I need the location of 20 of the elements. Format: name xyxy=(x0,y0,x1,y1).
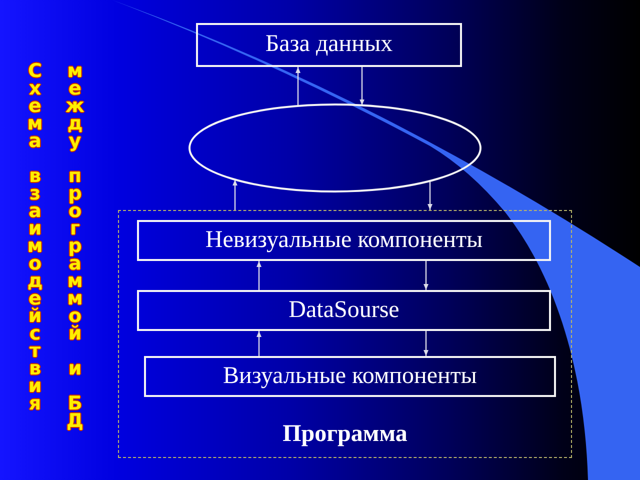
arrow xyxy=(256,261,262,290)
node-label: Невизуальные компоненты xyxy=(205,226,483,254)
title: Схема взаимодействия между программой и БД xyxy=(23,60,87,430)
process-box xyxy=(144,356,556,397)
node-label: Визуальные компоненты xyxy=(223,362,477,390)
arrow xyxy=(256,331,262,356)
arrow xyxy=(232,180,238,210)
group-title: Программа xyxy=(282,421,408,449)
ellipse-node xyxy=(188,103,482,193)
arrow xyxy=(296,67,300,106)
process-box xyxy=(137,220,551,261)
process-box xyxy=(196,23,462,67)
arrow xyxy=(428,180,432,210)
arrow xyxy=(424,261,428,290)
arrow xyxy=(424,331,428,356)
arrow xyxy=(360,67,364,106)
process-box xyxy=(137,290,551,331)
node-label: DataSourse xyxy=(288,296,400,324)
dashed-group-frame xyxy=(118,210,572,458)
node-label: База данных xyxy=(265,31,393,59)
